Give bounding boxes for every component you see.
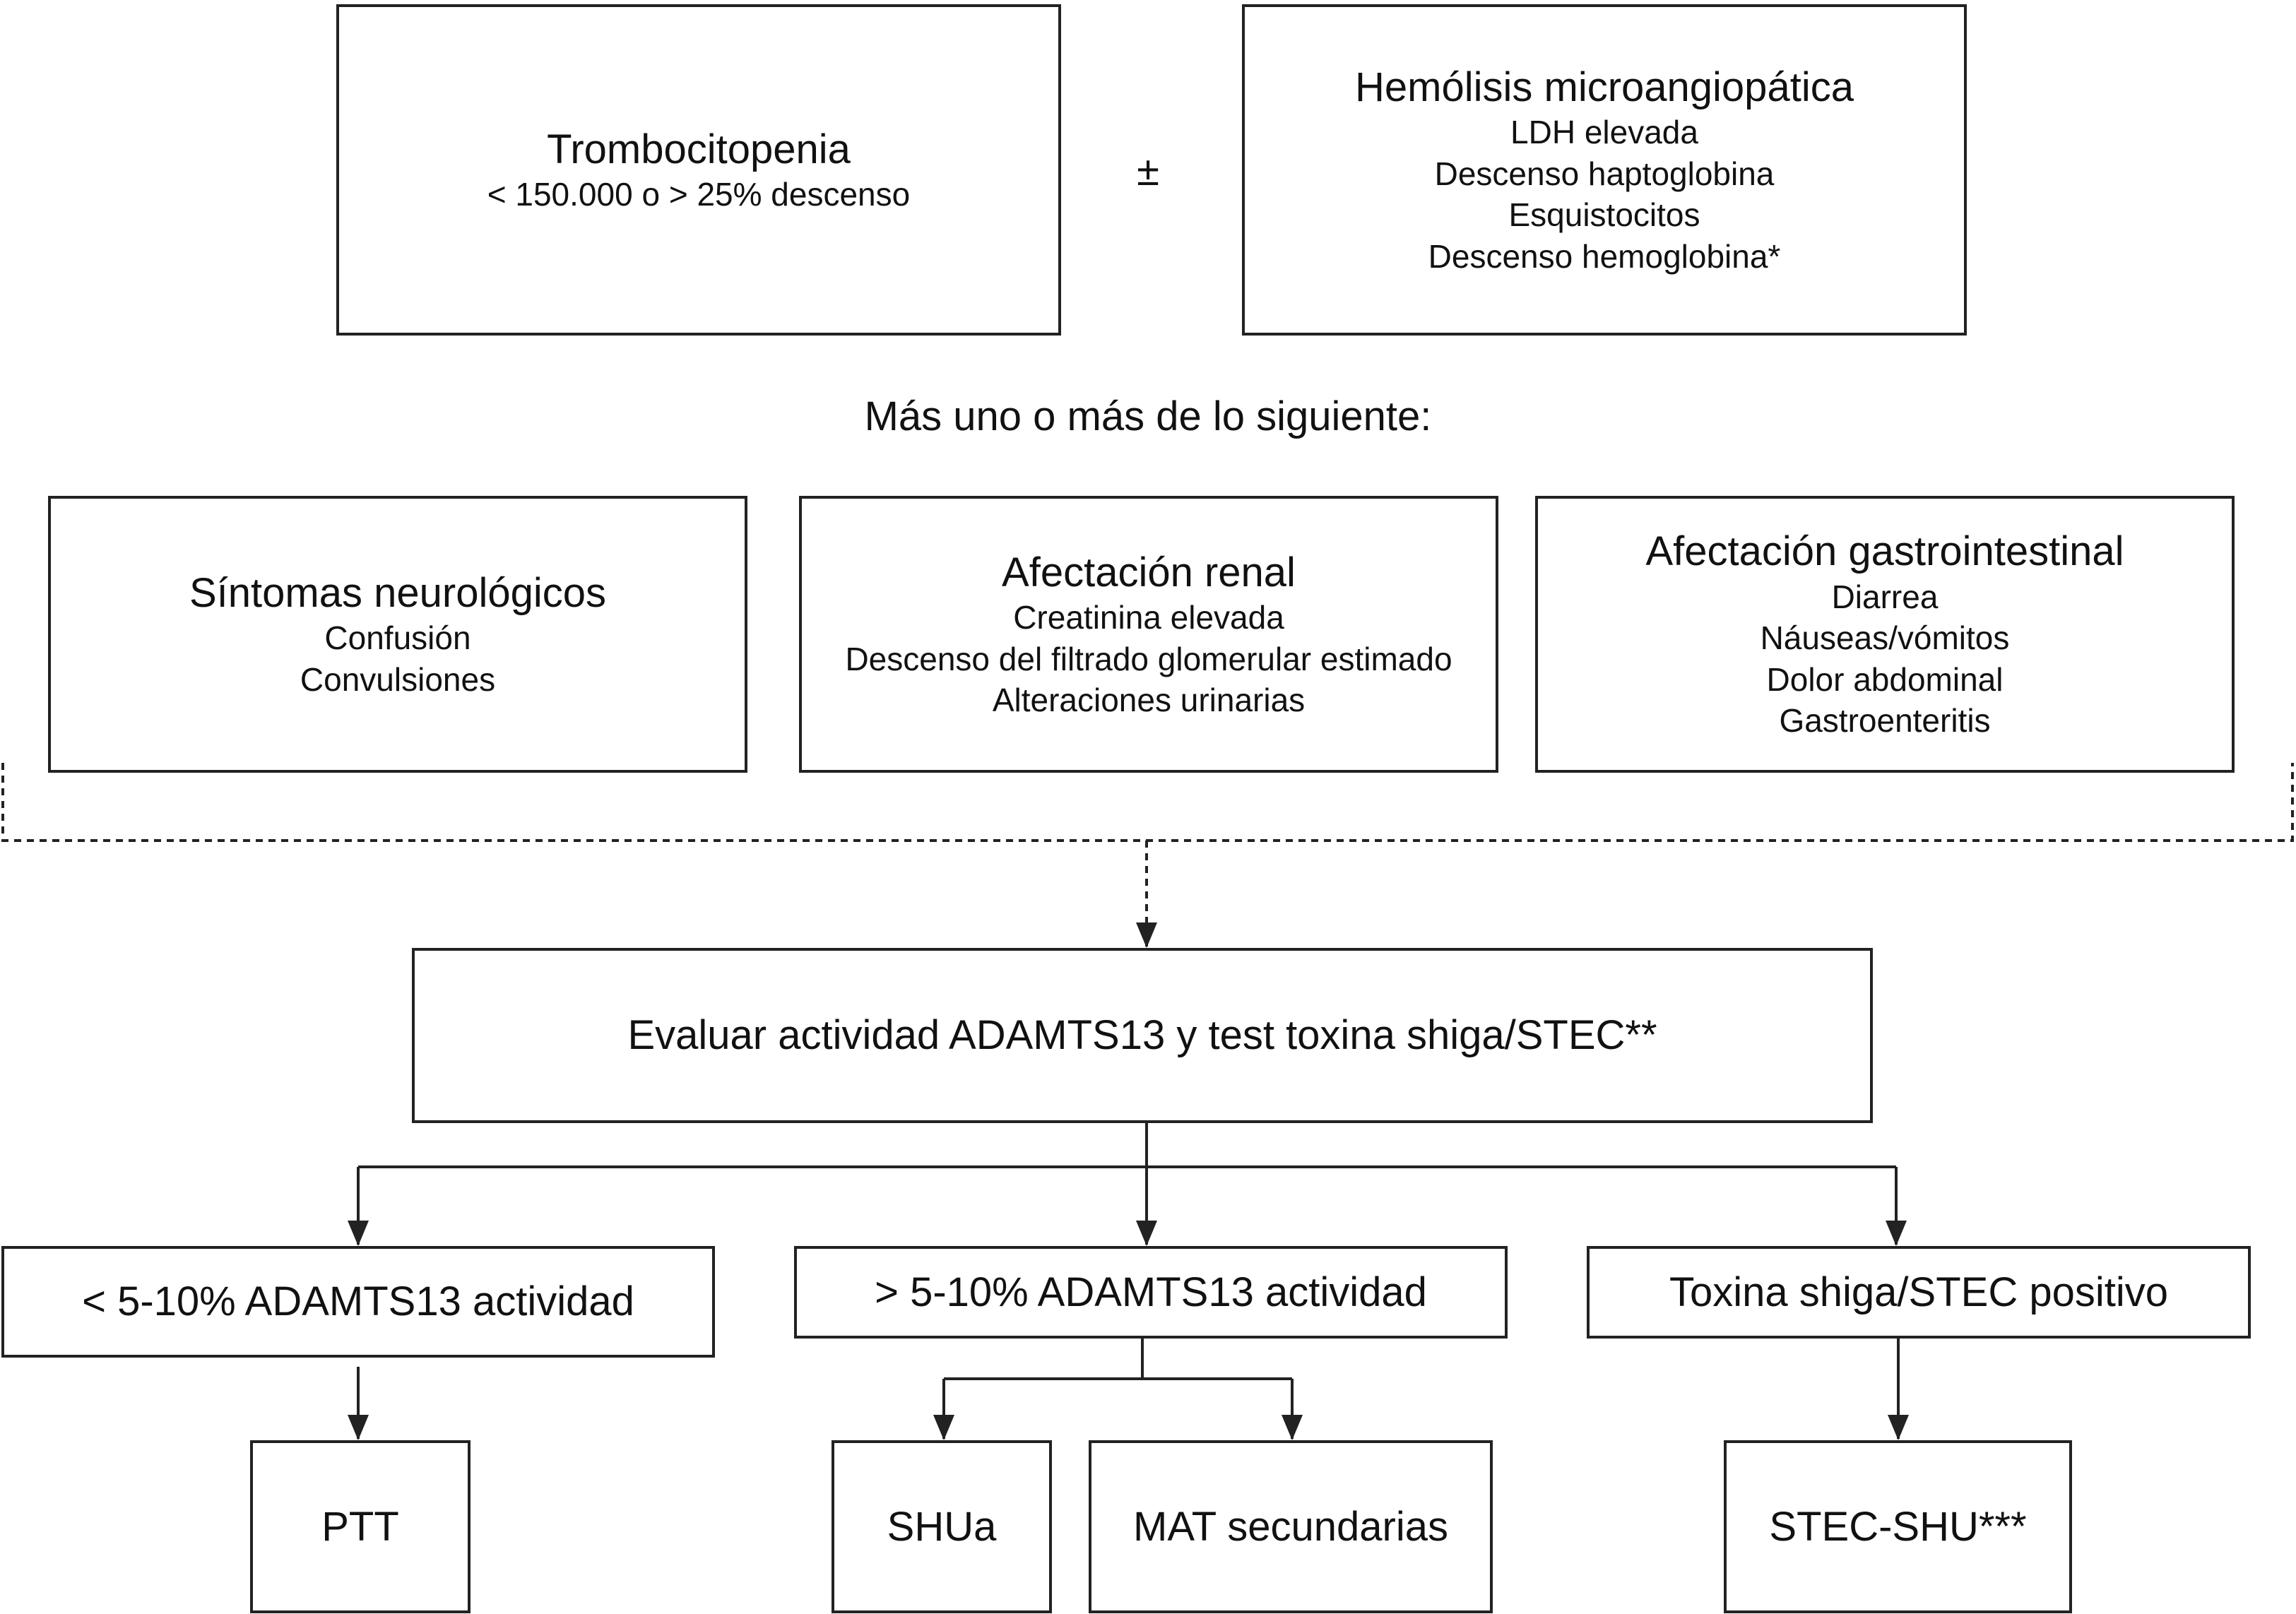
outcome-shua: SHUa <box>887 1503 997 1550</box>
neurological-detail-seizures: Convulsiones <box>300 660 496 698</box>
hemolysis-detail-haptoglobin: Descenso haptoglobina <box>1434 155 1775 192</box>
thrombocytopenia-detail: < 150.000 o > 25% descenso <box>487 176 911 213</box>
gastrointestinal-title: Afectación gastrointestinal <box>1645 528 2124 575</box>
hemolysis-detail-schistocytes: Esquistocitos <box>1508 196 1700 234</box>
box-outcome-stec-shu: STEC-SHU*** <box>1724 1440 2072 1613</box>
outcome-ptt: PTT <box>321 1503 399 1550</box>
box-outcome-ptt: PTT <box>250 1440 471 1613</box>
box-outcome-shua: SHUa <box>832 1440 1052 1613</box>
branch-high-label: > 5-10% ADAMTS13 actividad <box>875 1269 1427 1315</box>
renal-detail-creatinine: Creatinina elevada <box>1013 599 1284 636</box>
hemolysis-title: Hemólisis microangiopática <box>1355 64 1854 110</box>
outcome-mat: MAT secundarias <box>1133 1503 1448 1550</box>
neurological-title: Síntomas neurológicos <box>189 569 606 616</box>
box-branch-low-adamts13: < 5-10% ADAMTS13 actividad <box>1 1246 715 1358</box>
box-branch-high-adamts13: > 5-10% ADAMTS13 actividad <box>794 1246 1508 1339</box>
box-evaluate: Evaluar actividad ADAMTS13 y test toxina… <box>412 948 1873 1123</box>
evaluate-text: Evaluar actividad ADAMTS13 y test toxina… <box>627 1012 1657 1059</box>
thrombocytopenia-title: Trombocitopenia <box>547 126 851 172</box>
gastrointestinal-detail-gastroenteritis: Gastroenteritis <box>1779 702 1991 740</box>
renal-title: Afectación renal <box>1002 549 1296 595</box>
gastrointestinal-detail-abdominal-pain: Dolor abdominal <box>1766 660 2004 698</box>
renal-detail-urinary: Alteraciones urinarias <box>992 682 1306 718</box>
renal-detail-egfr: Descenso del filtrado glomerular estimad… <box>845 640 1452 677</box>
box-neurological: Síntomas neurológicos Confusión Convulsi… <box>48 496 747 773</box>
hemolysis-detail-ldh: LDH elevada <box>1510 114 1698 151</box>
branch-stec-label: Toxina shiga/STEC positivo <box>1669 1269 2168 1315</box>
plus-minus-symbol: ± <box>1137 148 1159 194</box>
box-outcome-mat: MAT secundarias <box>1089 1440 1493 1613</box>
dotted-bracket <box>1 763 2294 842</box>
box-thrombocytopenia: Trombocitopenia < 150.000 o > 25% descen… <box>336 4 1061 336</box>
gastrointestinal-detail-nausea: Náuseas/vómitos <box>1760 619 2010 657</box>
branch-low-label: < 5-10% ADAMTS13 actividad <box>82 1278 634 1325</box>
box-gastrointestinal: Afectación gastrointestinal Diarrea Náus… <box>1535 496 2235 773</box>
gastrointestinal-detail-diarrhea: Diarrea <box>1831 578 1939 615</box>
intro-text: Más uno o más de lo siguiente: <box>864 393 1432 439</box>
box-renal: Afectación renal Creatinina elevada Desc… <box>799 496 1498 773</box>
hemolysis-detail-hemoglobin: Descenso hemoglobina* <box>1428 237 1781 275</box>
outcome-stec-shu: STEC-SHU*** <box>1769 1503 2027 1550</box>
box-hemolysis: Hemólisis microangiopática LDH elevada D… <box>1242 4 1967 336</box>
neurological-detail-confusion: Confusión <box>324 619 471 657</box>
box-branch-stec-positive: Toxina shiga/STEC positivo <box>1587 1246 2251 1339</box>
